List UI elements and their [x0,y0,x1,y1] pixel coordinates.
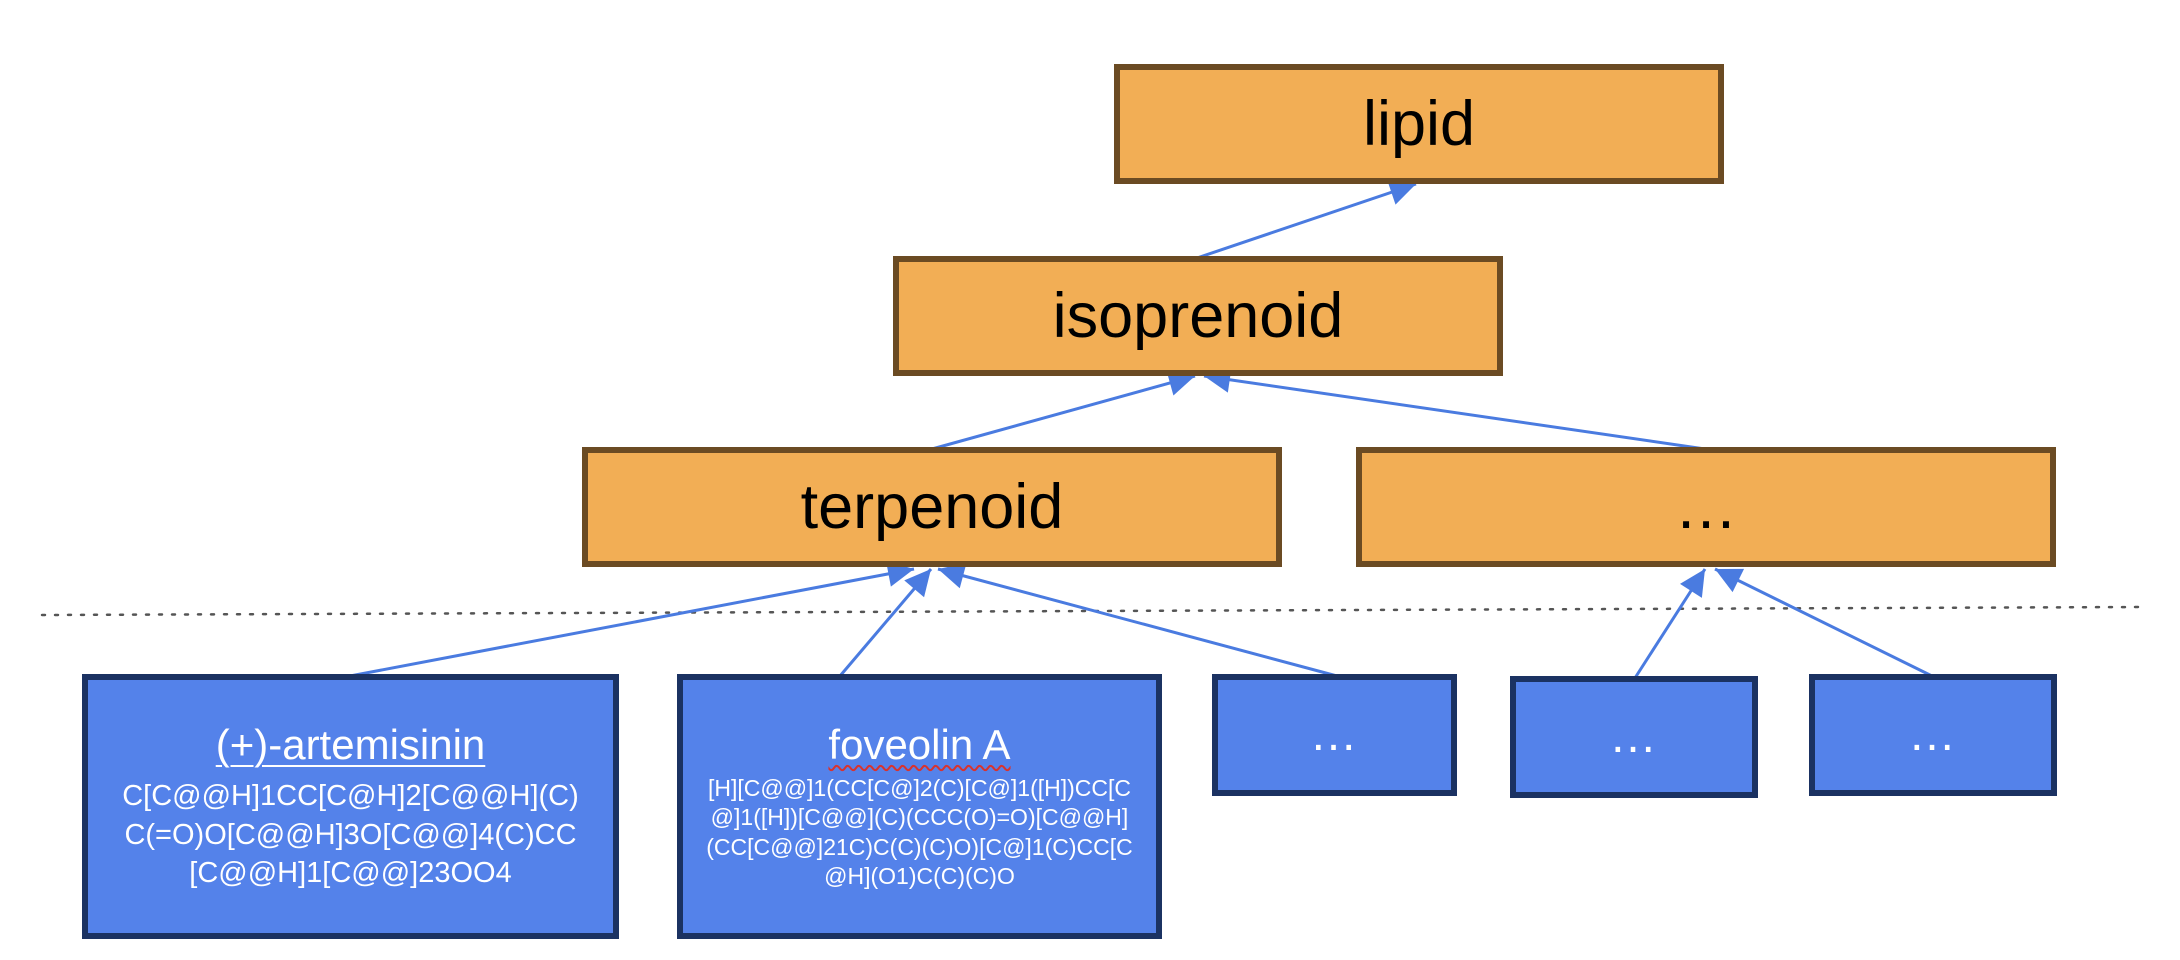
node-terpenoid: terpenoid [582,447,1282,567]
arrowhead-terpenoid-to-isoprenoid [1166,370,1195,396]
arrowhead-other_2-to-other_class [1680,569,1705,598]
edge-artemisinin-to-terpenoid [349,567,915,678]
node-other-class: … [1356,447,2056,567]
molecule-foveolin-a-smiles: [H][C@@]1(CC[C@]2(C)[C@]1([H])CC[C@]1([H… [706,774,1133,890]
molecule-other-1-label: … [1309,708,1360,761]
separator-line [40,605,2147,617]
molecule-artemisinin-name: (+)-artemisinin [215,720,486,768]
node-isoprenoid: isoprenoid [893,256,1503,376]
edge-other_3-to-other_class [1714,567,1933,678]
arrowhead-other_1-to-terpenoid [938,563,967,589]
molecule-artemisinin-smiles: C[C@@H]1CC[C@H]2[C@@H](C)C(=O)O[C@@H]3O[… [122,780,579,889]
node-terpenoid-label: terpenoid [800,471,1064,542]
molecule-artemisinin: (+)-artemisinin C[C@@H]1CC[C@H]2[C@@H](C… [82,674,619,939]
node-lipid-label: lipid [1362,88,1476,159]
molecule-other-3: … [1809,674,2057,796]
molecule-other-2: … [1510,676,1758,798]
edge-other_1-to-terpenoid [937,567,1338,678]
edge-isoprenoid-to-lipid [1196,182,1417,260]
molecule-other-3-label: … [1908,708,1958,761]
molecule-foveolin-a-name: foveolin A [828,720,1011,768]
node-lipid: lipid [1114,64,1724,184]
arrowhead-other_3-to-other_class [1715,568,1745,593]
molecule-other-2-label: … [1609,710,1659,763]
edge-other_class-to-isoprenoid [1203,374,1706,451]
arrowhead-foveolin-to-terpenoid [904,569,931,598]
node-other-class-label: … [1674,471,1738,542]
molecule-other-1: … [1212,674,1457,796]
arrowhead-artemisinin-to-terpenoid [886,561,914,587]
node-isoprenoid-label: isoprenoid [1052,280,1344,351]
arrowhead-isoprenoid-to-lipid [1387,180,1416,205]
edge-terpenoid-to-isoprenoid [931,374,1196,451]
molecule-foveolin-a: foveolin A [H][C@@]1(CC[C@]2(C)[C@]1([H]… [677,674,1162,939]
